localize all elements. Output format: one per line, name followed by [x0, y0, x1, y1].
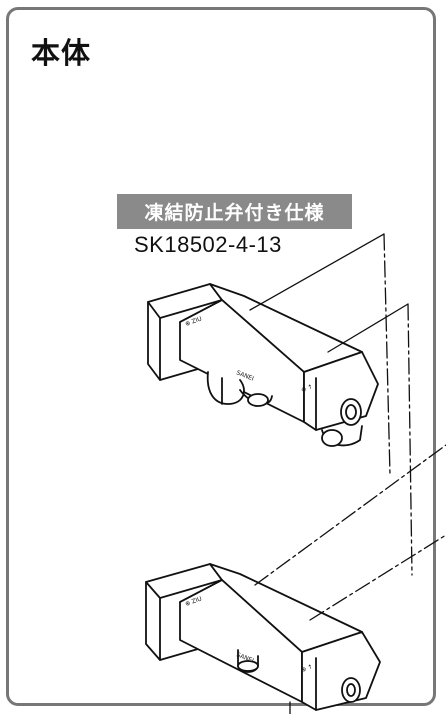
svg-text:⊕ ↑: ⊕ ↑: [300, 383, 314, 394]
variant-label: 凍結防止弁付き仕様: [117, 194, 352, 229]
svg-text:⊕ ↑: ⊕ ↑: [300, 663, 314, 674]
lower-faucet-illustration: ⊕ ZIU SANEI ⊕ ↑: [145, 563, 381, 711]
page-title: 本体: [31, 36, 92, 70]
model-number: SK18502-4-13: [134, 232, 282, 257]
upper-faucet-illustration: ⊕ ZIU SANEI ⊕ ↑: [147, 283, 379, 447]
leader-lines: [249, 233, 446, 714]
